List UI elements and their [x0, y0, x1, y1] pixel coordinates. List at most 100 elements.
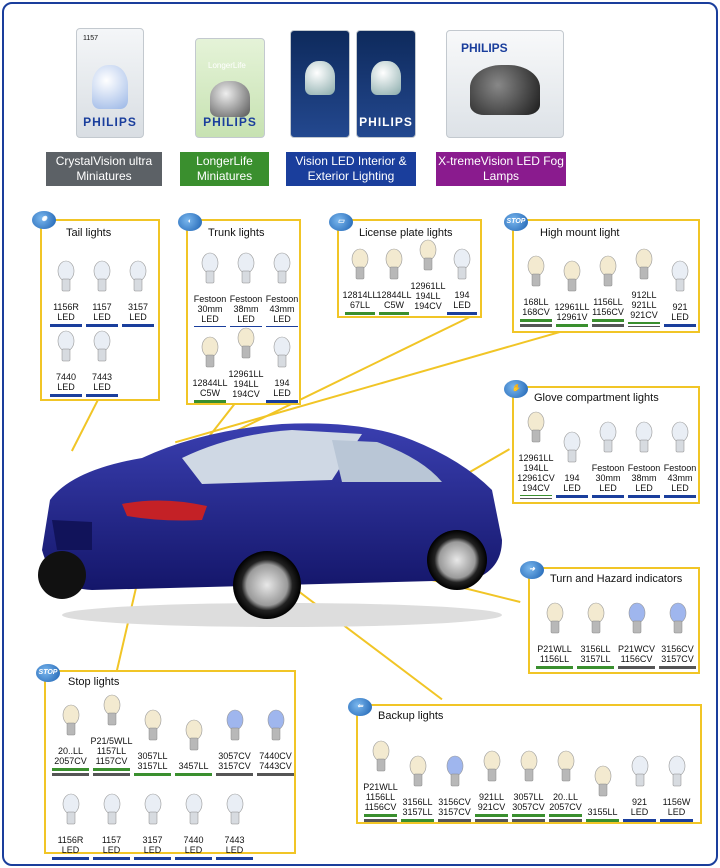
bulb-grid: P21WLL 1156LL 1156CV 3156LL 3157LL 3156C…	[362, 726, 702, 822]
bulb-item[interactable]: Festoon 43mm LED	[264, 251, 300, 327]
category-xtremevision[interactable]: X-tremeVision LED Fog Lamps	[436, 152, 566, 186]
bulb-item[interactable]: 3156LL 3157LL	[399, 726, 436, 822]
bulb-item[interactable]: 1157 LED	[84, 257, 120, 327]
bulb-item[interactable]: Festoon 30mm LED	[590, 410, 626, 498]
bulb-item[interactable]: 921LL 921CV	[473, 726, 510, 822]
category-crystalvision[interactable]: CrystalVision ultra Miniatures	[46, 152, 162, 186]
bulb-item[interactable]: Festoon 30mm LED	[192, 251, 228, 327]
blue-product-bar	[122, 324, 154, 327]
trunk-light-icon: ◐	[178, 213, 202, 231]
category-longerlife[interactable]: LongerLife Miniatures	[180, 152, 269, 186]
bulb-model-label: 194 LED	[453, 290, 471, 310]
bulb-item[interactable]: 1156W LED	[658, 726, 695, 822]
bulb-icon	[562, 430, 582, 471]
bulb-icon	[56, 329, 76, 370]
bulb-item[interactable]: 912LL 921LL 921CV	[626, 247, 662, 327]
bulb-item[interactable]: P21/5WLL 1157LL 1157CV	[90, 692, 133, 776]
blue-product-bar	[447, 312, 477, 315]
bulb-item[interactable]: 20..LL 2057CV	[547, 726, 584, 822]
bulb-item[interactable]: 3457LL	[173, 692, 214, 776]
green-product-bar	[520, 495, 552, 496]
vision-led-package[interactable]: PHILIPS	[288, 20, 418, 138]
bulb-item[interactable]: 3157 LED	[132, 776, 173, 860]
bulb-model-label: 7440 LED	[55, 372, 77, 392]
bulb-model-label: Festoon 30mm LED	[193, 294, 227, 324]
bulb-item[interactable]: 1157 LED	[91, 776, 132, 860]
green-product-bar	[628, 322, 660, 324]
blue-product-bar	[592, 495, 624, 498]
grey-product-bar	[216, 773, 253, 776]
bulb-icon	[92, 65, 128, 109]
green-product-bar	[520, 319, 552, 322]
bulb-item[interactable]: 7440CV 7443CV	[255, 692, 296, 776]
bulb-item[interactable]: 7440 LED	[173, 776, 214, 860]
crystalvision-package[interactable]: 1157 PHILIPS	[70, 20, 150, 138]
bulb-model-label: 1157 LED	[101, 835, 122, 855]
bulb-model-label: 3157 LED	[142, 835, 163, 855]
bulb-item[interactable]: 12961LL 194LL 12961CV 194CV	[517, 410, 555, 498]
glove-compartment-panel: ✋ Glove compartment lights 12961LL 194LL…	[504, 380, 700, 504]
panel-title: High mount light	[540, 227, 620, 239]
bulb-item[interactable]: 12961LL 194LL 194CV	[228, 327, 264, 403]
bulb-item[interactable]: 168LL 168CV	[518, 247, 554, 327]
green-product-bar	[134, 773, 171, 776]
category-vision-led[interactable]: Vision LED Interior & Exterior Lighting	[286, 152, 416, 186]
bulb-item[interactable]: 3156CV 3157CV	[657, 593, 698, 669]
car-illustration	[38, 423, 502, 627]
bulb-item[interactable]: 12814LL 67LL	[342, 247, 378, 315]
bulb-item[interactable]: 3155LL	[584, 726, 621, 822]
bulb-item[interactable]: 1156R LED	[50, 776, 91, 860]
bulb-item[interactable]: 3156CV 3157CV	[436, 726, 473, 822]
bulb-icon	[143, 708, 163, 749]
bulb-item[interactable]: P21WLL 1156LL 1156CV	[362, 726, 399, 822]
green-product-bar	[586, 819, 619, 822]
green-product-bar	[592, 319, 624, 322]
bulb-icon	[371, 61, 401, 95]
bulb-item[interactable]: 3057LL 3057CV	[510, 726, 547, 822]
bulb-icon	[630, 754, 650, 795]
bulb-item[interactable]: 1156LL 1156CV	[590, 247, 626, 327]
bulb-item[interactable]: 7440 LED	[48, 327, 84, 397]
bulb-item[interactable]: 3157 LED	[120, 257, 156, 327]
longerlife-package[interactable]: LongerLife PHILIPS	[190, 20, 270, 138]
blue-product-bar	[266, 326, 298, 327]
bulb-item[interactable]: 12961LL 194LL 194CV	[410, 239, 446, 315]
bulb-item[interactable]: 12844LL C5W	[192, 327, 228, 403]
bulb-item[interactable]: 7443 LED	[214, 776, 255, 860]
panel-title: Turn and Hazard indicators	[550, 573, 683, 585]
bulb-item[interactable]: 1156R LED	[48, 257, 84, 327]
panel-title: Trunk lights	[208, 227, 265, 239]
bulb-icon	[92, 329, 112, 370]
bulb-item[interactable]: P21WLL 1156LL	[534, 593, 575, 669]
bulb-item[interactable]: 12961LL 12961V	[554, 247, 590, 327]
bulb-icon	[128, 259, 148, 300]
bulb-model-label: 20..LL 2057CV	[54, 746, 87, 766]
bulb-model-label: 12961LL 194LL 12961CV 194CV	[517, 453, 555, 493]
bulb-item[interactable]: Festoon 38mm LED	[626, 410, 662, 498]
bulb-item[interactable]: P21WCV 1156CV	[616, 593, 657, 669]
bulb-item[interactable]: 194 LED	[554, 410, 590, 498]
bulb-model-label: 1156R LED	[53, 302, 79, 322]
bulb-model-label: 7443 LED	[224, 835, 245, 855]
bulb-icon	[670, 259, 690, 300]
bulb-item[interactable]: 3057LL 3157LL	[132, 692, 173, 776]
bulb-item[interactable]: 194 LED	[445, 247, 479, 315]
bulb-item[interactable]: Festoon 38mm LED	[228, 251, 264, 327]
grey-product-bar	[628, 325, 660, 327]
bulb-item[interactable]: 20..LL 2057CV	[50, 692, 91, 776]
bulb-item[interactable]: 7443 LED	[84, 327, 120, 397]
bulb-item[interactable]: 921 LED	[621, 726, 658, 822]
bulb-item[interactable]: 921 LED	[662, 247, 698, 327]
xtremevision-package[interactable]: PHILIPS	[445, 20, 565, 138]
reverse-light-icon: ⇐	[348, 698, 372, 716]
blue-product-bar	[134, 857, 171, 860]
bulb-model-label: 12961LL 194LL 194CV	[228, 369, 264, 399]
bulb-item[interactable]: 12844LL C5W	[376, 247, 412, 315]
package-label: 1157	[83, 35, 99, 42]
philips-logo: PHILIPS	[203, 115, 257, 129]
bulb-item[interactable]: 194 LED	[264, 327, 300, 403]
green-product-bar	[364, 814, 397, 817]
bulb-item[interactable]: Festoon 43mm LED	[662, 410, 698, 498]
bulb-item[interactable]: 3057CV 3157CV	[214, 692, 255, 776]
bulb-item[interactable]: 3156LL 3157LL	[575, 593, 616, 669]
